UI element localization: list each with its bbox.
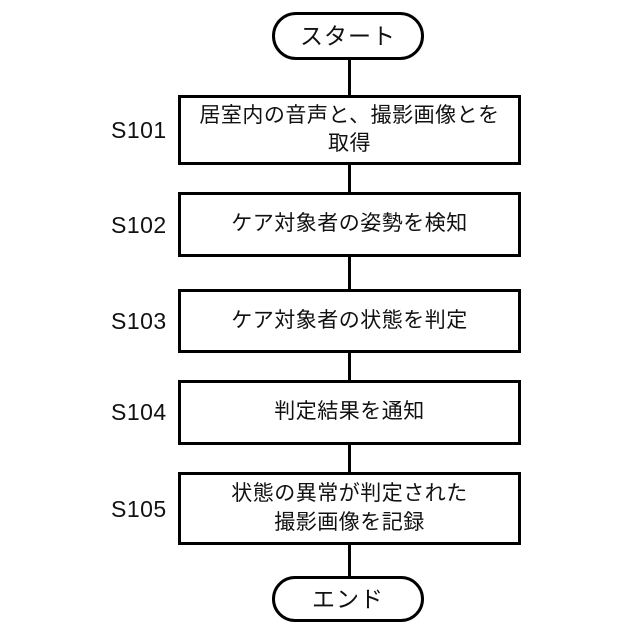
node-s102: ケア対象者の姿勢を検知 — [178, 192, 521, 257]
node-s103: ケア対象者の状態を判定 — [178, 289, 521, 353]
node-s102-label: ケア対象者の姿勢を検知 — [231, 212, 468, 236]
connector-s105-to-end — [348, 543, 351, 578]
connector-start-to-s101 — [348, 58, 351, 97]
node-end-label: エンド — [312, 585, 384, 612]
node-s105: 状態の異常が判定された 撮影画像を記録 — [178, 472, 521, 545]
step-tag-s103: S103 — [111, 307, 167, 334]
node-s104: 判定結果を通知 — [178, 380, 521, 445]
node-s101: 居室内の音声と、撮影画像とを 取得 — [178, 95, 521, 165]
node-start-label: スタート — [300, 22, 396, 49]
node-end: エンド — [272, 576, 424, 622]
node-s104-label: 判定結果を通知 — [274, 400, 425, 424]
step-tag-s101: S101 — [111, 116, 167, 143]
node-s103-label: ケア対象者の状態を判定 — [231, 308, 468, 332]
step-tag-s105: S105 — [111, 495, 167, 522]
connector-s103-to-s104 — [348, 351, 351, 382]
connector-s101-to-s102 — [348, 163, 351, 194]
node-start: スタート — [272, 12, 424, 60]
node-s105-label: 状態の異常が判定された 撮影画像を記録 — [231, 482, 468, 534]
step-tag-s104: S104 — [111, 398, 167, 425]
node-s101-label: 居室内の音声と、撮影画像とを 取得 — [199, 103, 500, 155]
connector-s104-to-s105 — [348, 443, 351, 474]
connector-s102-to-s103 — [348, 255, 351, 291]
step-tag-s102: S102 — [111, 211, 167, 238]
